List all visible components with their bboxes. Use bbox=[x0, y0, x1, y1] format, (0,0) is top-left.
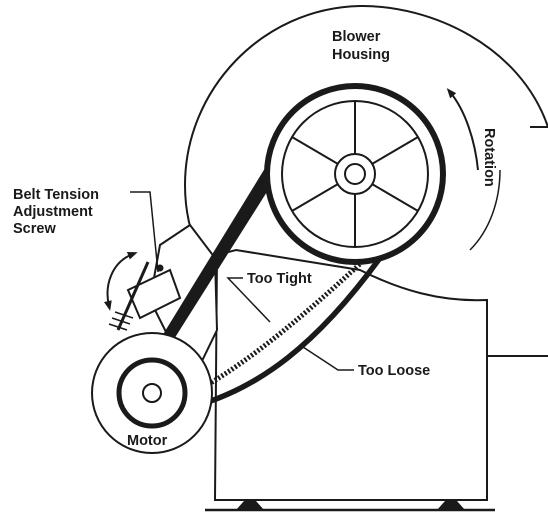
cabinet-frame bbox=[213, 248, 488, 501]
label-belt-tension-line3: Screw bbox=[13, 221, 56, 237]
blower-pulley bbox=[264, 83, 446, 265]
belt-upper bbox=[140, 160, 282, 374]
foot-left bbox=[236, 501, 264, 510]
too-loose-leader bbox=[302, 346, 354, 371]
blower-housing-scroll bbox=[183, 4, 548, 263]
adjustment-arrow bbox=[103, 252, 138, 311]
motor bbox=[91, 332, 213, 454]
housing-inner-edge bbox=[469, 169, 501, 251]
label-blower-housing-line1: Blower bbox=[332, 29, 381, 45]
foot-right bbox=[437, 501, 465, 510]
label-rotation: Rotation bbox=[481, 128, 497, 187]
label-belt-tension-line2: Adjustment bbox=[13, 204, 93, 220]
label-belt-tension-line1: Belt Tension bbox=[13, 187, 99, 203]
label-too-tight: Too Tight bbox=[247, 271, 312, 287]
rotation-arrow bbox=[446, 88, 479, 171]
label-blower-housing-line2: Housing bbox=[332, 47, 390, 63]
too-tight-leader bbox=[226, 277, 271, 323]
screw-threads bbox=[108, 311, 134, 331]
label-motor: Motor bbox=[127, 433, 168, 449]
belt-tension-leader bbox=[130, 191, 159, 273]
label-too-loose: Too Loose bbox=[358, 363, 430, 379]
